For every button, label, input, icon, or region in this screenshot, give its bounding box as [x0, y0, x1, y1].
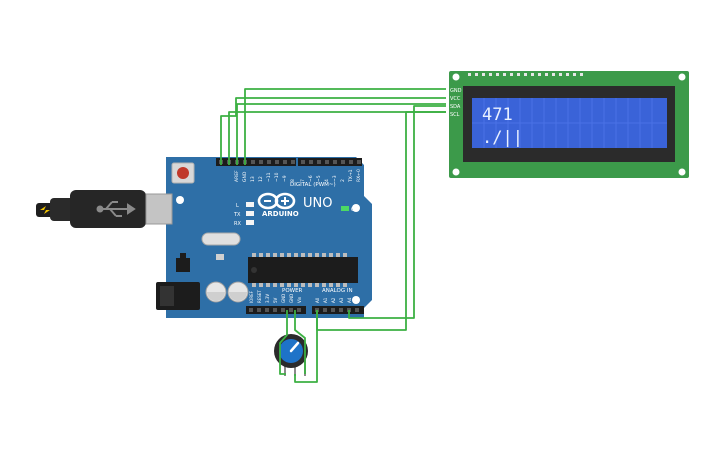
wires[interactable] [220, 88, 446, 383]
pin-label: 7 [300, 179, 306, 182]
lcd-pin-sda: SDA [450, 104, 461, 110]
brand-label: ARDUINO [262, 210, 299, 218]
pin-label: A5 [355, 297, 360, 303]
l-led [246, 202, 254, 207]
lcd-line-1: 471 [482, 105, 513, 125]
tx-led [246, 211, 254, 216]
on-led [341, 206, 349, 211]
pin-label: 13 [250, 176, 256, 182]
arduino-uno-board[interactable]: L TX RX ON ARDUINO UNO [145, 157, 372, 318]
pin-label: RX←0 [356, 169, 362, 182]
pin-label: 12 [258, 176, 264, 182]
mounting-hole [352, 296, 360, 304]
analog-header[interactable] [312, 306, 364, 314]
power-label: POWER [282, 288, 303, 294]
pin-label: ~6 [308, 175, 314, 182]
pin-label: 5V [273, 297, 278, 303]
l-led-label: L [236, 203, 239, 209]
lcd-pin-gnd: GND [450, 88, 462, 94]
wire-gnd-pot[interactable] [294, 310, 306, 374]
wire-5v-pot[interactable] [279, 310, 288, 375]
lcd-mounting-hole [452, 73, 460, 81]
dc-power-jack [156, 282, 200, 310]
pin-label: A3 [339, 297, 344, 303]
pin-label: 4 [324, 179, 330, 182]
pin-label: 3.3V [265, 294, 270, 303]
pin-label: ~10 [274, 172, 280, 182]
pin-label: RESET [257, 290, 262, 303]
wire-sda[interactable] [220, 97, 446, 165]
pin-label: GND [289, 294, 294, 303]
lcd-line-2: ./|| [482, 128, 523, 148]
pin-label: A1 [323, 297, 328, 303]
lcd-i2c-module[interactable]: 471 ./|| GND VCC SDA SCL [449, 71, 689, 178]
digital-header-label: DIGITAL (PWM~) [290, 182, 336, 188]
mounting-hole [176, 196, 184, 204]
lcd-char-grid [472, 98, 667, 148]
pin-label: TX→1 [348, 169, 354, 183]
pin-label: Vin [297, 296, 302, 303]
crystal-oscillator [201, 232, 241, 246]
lcd-top-pins [468, 73, 583, 76]
pin-label: IOREF [249, 290, 254, 303]
wire-scl[interactable] [244, 88, 446, 165]
pin-label: GND [242, 171, 248, 182]
model-label: UNO [303, 196, 332, 211]
pin-label: A4 [347, 297, 352, 303]
lcd-pin-vcc: VCC [450, 96, 461, 102]
arduino-logo [257, 192, 296, 210]
lcd-mounting-hole [452, 168, 460, 176]
wire-a4[interactable] [348, 105, 446, 319]
lcd-mounting-hole [678, 73, 686, 81]
power-header[interactable] [246, 306, 306, 314]
lcd-mounting-hole [678, 168, 686, 176]
wire-vcc[interactable] [236, 103, 446, 165]
reset-button[interactable] [171, 162, 195, 184]
on-led-label: ON [351, 207, 359, 213]
wire-gnd[interactable] [228, 111, 446, 165]
pin-label: GND [281, 294, 286, 303]
pin-label: AREF [234, 170, 240, 182]
atmega-microcontroller [248, 253, 358, 287]
pin-label: ~3 [332, 175, 338, 182]
pin-label: ~11 [266, 172, 272, 182]
wire-a0-pot[interactable] [294, 310, 318, 383]
mounting-hole [352, 204, 360, 212]
voltage-regulator [176, 253, 190, 272]
pin-label: A2 [331, 297, 336, 303]
rx-led-label: RX [234, 221, 241, 227]
pin-label: A0 [315, 297, 320, 303]
usb-icon [96, 201, 136, 217]
pin-label: 2 [340, 179, 346, 182]
pin-label: 8 [290, 179, 296, 182]
pin-label: ~5 [316, 175, 322, 182]
lcd-pin-scl: SCL [450, 112, 460, 118]
pin-label: ~9 [282, 175, 288, 182]
capacitor [205, 281, 227, 303]
smd-component [216, 254, 224, 260]
analog-label: ANALOG IN [322, 288, 353, 294]
usb-b-socket [145, 193, 173, 225]
rx-led [246, 220, 254, 225]
tx-led-label: TX [233, 212, 241, 218]
cable-end-glyph [40, 206, 50, 214]
capacitor [227, 281, 249, 303]
